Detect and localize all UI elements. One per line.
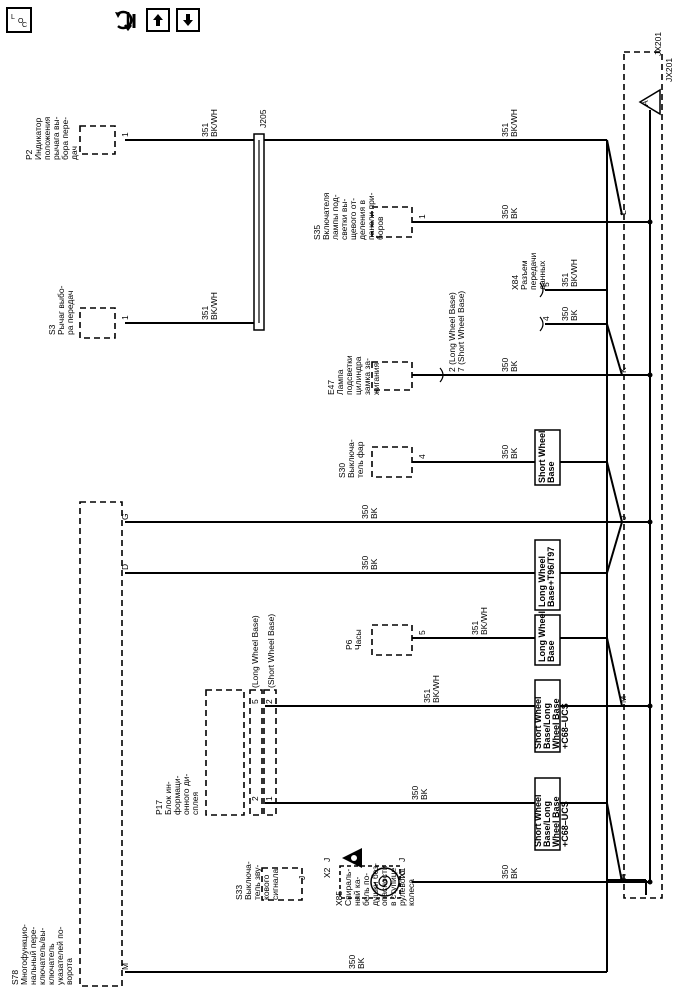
svg-text:O: O <box>18 18 24 25</box>
wrench-refresh-icon[interactable] <box>114 8 140 32</box>
x84-label: X84Разъемпередачиданных <box>510 252 547 290</box>
wire-label-s30: 350BK <box>500 445 519 459</box>
nav-toolbar <box>114 6 200 34</box>
s35-pin: 1 <box>417 214 427 219</box>
svg-text:J: J <box>618 516 628 520</box>
svg-text:L: L <box>618 210 628 215</box>
s30-pin: 4 <box>417 454 427 459</box>
s30-box <box>371 446 413 478</box>
option-c68-1-text: Short WheelBase/LongWheel Base+C68–UCS <box>533 696 570 749</box>
option-lwb <box>534 614 561 666</box>
option-c68-2 <box>534 777 561 851</box>
s78-box <box>79 501 123 987</box>
x84-pin5: 5 <box>541 282 551 287</box>
p2-box <box>79 125 116 155</box>
wire-label-s78m: 350BK <box>347 955 366 969</box>
p17-pin2a: 2 <box>264 699 274 704</box>
wire-label-x84-4: 350BK <box>560 307 579 321</box>
s78-pin-g: G <box>120 513 130 520</box>
wire-label-s35: 350BK <box>500 205 519 219</box>
svg-text:J205: J205 <box>258 109 268 128</box>
s78-pin-m: M <box>120 963 130 970</box>
wire-label-s33: 350BK <box>500 865 519 879</box>
s3-pin: 1 <box>120 315 130 320</box>
p6-label: P6Часы <box>344 629 363 650</box>
wire-label-p17-5: 351BK/WH <box>422 675 441 703</box>
x85-label: X85Спираль-ный ка-бель по-душки без-опас… <box>334 863 416 906</box>
p17-pin2b: 2 <box>250 796 260 801</box>
svg-text:M: M <box>618 696 628 703</box>
arrow-down-button[interactable] <box>176 8 200 32</box>
s78-pin-d: D <box>120 564 130 570</box>
x84-pin4: 4 <box>541 316 551 321</box>
location-icon[interactable]: L O C <box>6 7 32 33</box>
e47-box <box>371 361 413 391</box>
connector-triangle <box>638 88 661 116</box>
x85-x2: X2 <box>322 867 332 878</box>
wire-label-p2b: 351BK/WH <box>500 109 519 137</box>
s3-label: S3Рычаг выбо-ра передач <box>47 285 75 335</box>
s33-box <box>261 867 303 901</box>
p2-label: P2Индикаторположениярычага вы-бора пере-… <box>24 116 79 160</box>
wire-label-s78d: 350BK <box>360 556 379 570</box>
svg-text:L: L <box>11 14 15 21</box>
s33-label: S33Выключа-тель зву-ковогосигнала <box>234 861 280 900</box>
x85-j2: J <box>397 858 407 862</box>
wire-label-s3: 351BK/WH <box>200 292 219 320</box>
p2-pin: 1 <box>120 132 130 137</box>
e47-label: E47Лампаподсветкицилиндразамка за-жигани… <box>326 355 381 395</box>
option-swb-text: Short WheelBase <box>537 430 556 483</box>
p6-box <box>371 624 413 656</box>
p6-pin: 5 <box>417 630 427 635</box>
p17-pin1: 1 <box>264 796 274 801</box>
p17-variant2: (Short Wheel Base) <box>266 614 276 688</box>
svg-text:H: H <box>618 874 628 880</box>
wire-label-p17-2: 350BK <box>410 786 429 800</box>
p17-pin5: 5 <box>250 699 260 704</box>
svg-text:JX201: JX201 <box>653 32 663 56</box>
wire-label-e47: 350BK <box>500 358 519 372</box>
svg-text:C: C <box>22 22 27 29</box>
s35-box <box>371 206 413 238</box>
arrow-down-icon <box>183 14 193 26</box>
p17-label: P17Блок ин-формаци-онного ди-сплея <box>154 773 200 815</box>
option-lwb-text: Long WheelBase <box>537 611 556 662</box>
arrow-up-button[interactable] <box>146 8 170 32</box>
wire-label-x84-5: 351BK/WH <box>560 259 579 287</box>
option-c68-2-text: Short WheelBase/LongWheel Base+C68–UCS <box>533 794 570 847</box>
option-lwb-t96-text: Long WheelBase+T96/T97 <box>537 547 556 607</box>
e47-pins: 2 (Long Wheel Base)7 (Short Wheel Base) <box>447 291 466 372</box>
svg-text:A: A <box>640 100 650 106</box>
x85-x1: X1 <box>397 867 407 878</box>
connector-box <box>623 51 663 899</box>
s78-label: S78Многофункцио-нальный пере-ключатель/в… <box>10 924 74 985</box>
s33-pin: J <box>297 876 307 880</box>
wire-label-s78g: 350BK <box>360 505 379 519</box>
option-c68-1 <box>534 679 561 753</box>
x85-j1: J <box>322 858 332 862</box>
s35-label: S35Включателялампы под-светки вы-щевого … <box>312 192 385 240</box>
toolbar: L O C <box>6 6 32 34</box>
p17-box <box>205 689 245 816</box>
option-lwb-t96 <box>534 539 561 611</box>
wire-label-p6: 351BK/WH <box>470 607 489 635</box>
wire-label-p2: 351BK/WH <box>200 109 219 137</box>
svg-text:K: K <box>618 367 628 373</box>
s3-box <box>79 307 116 339</box>
s30-label: S30Выключа-тель фар <box>337 439 365 478</box>
option-swb <box>534 429 561 486</box>
p17-variant1: (Long Wheel Base) <box>250 615 260 688</box>
svg-text:JX201: JX201 <box>664 58 674 82</box>
arrow-up-icon <box>153 14 163 26</box>
